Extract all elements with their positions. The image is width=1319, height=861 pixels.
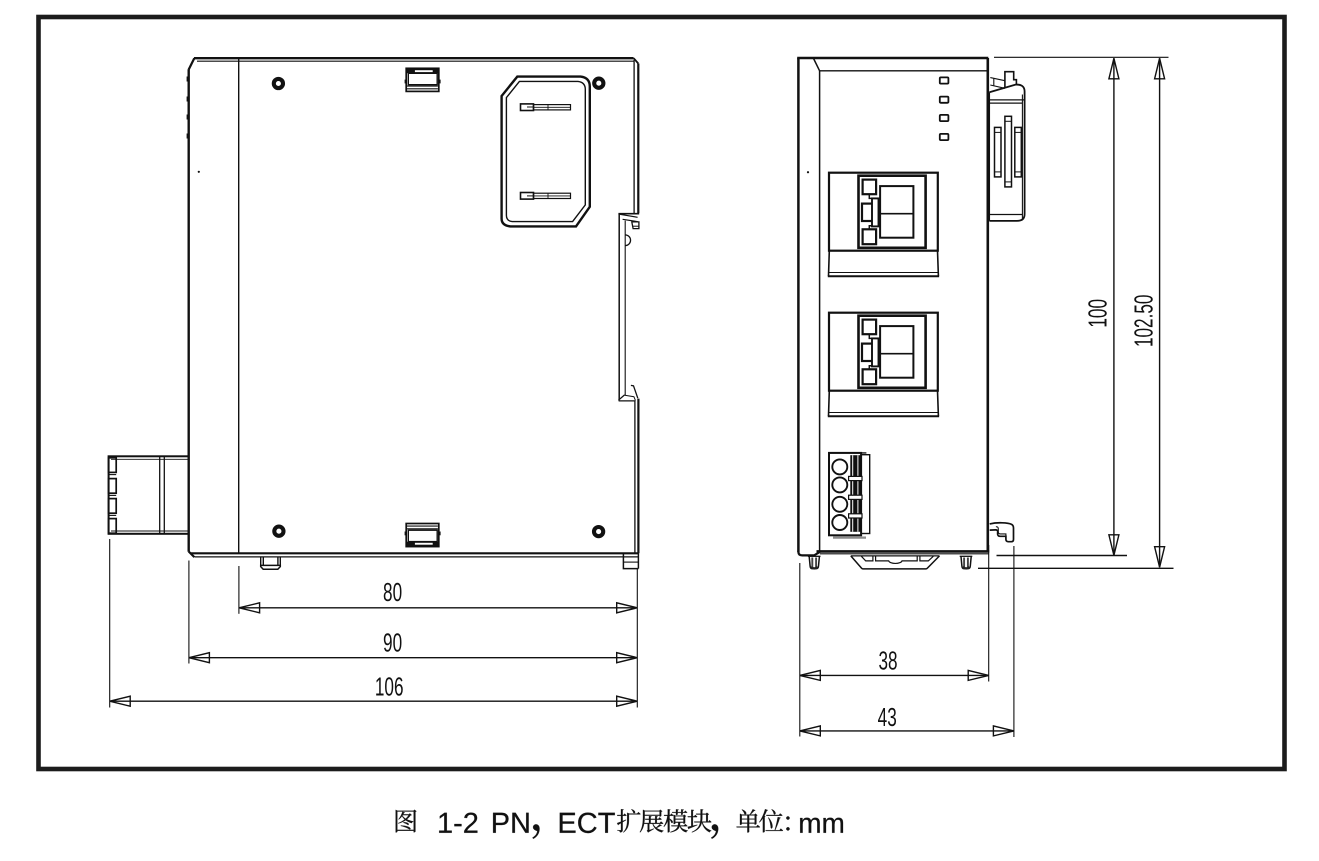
svg-text:90: 90 — [383, 628, 402, 658]
svg-text:100: 100 — [1083, 299, 1113, 328]
svg-text:43: 43 — [878, 702, 897, 732]
svg-text:102.50: 102.50 — [1129, 295, 1159, 347]
svg-text:106: 106 — [375, 672, 404, 702]
svg-text:38: 38 — [878, 646, 897, 676]
svg-text:80: 80 — [383, 578, 402, 608]
